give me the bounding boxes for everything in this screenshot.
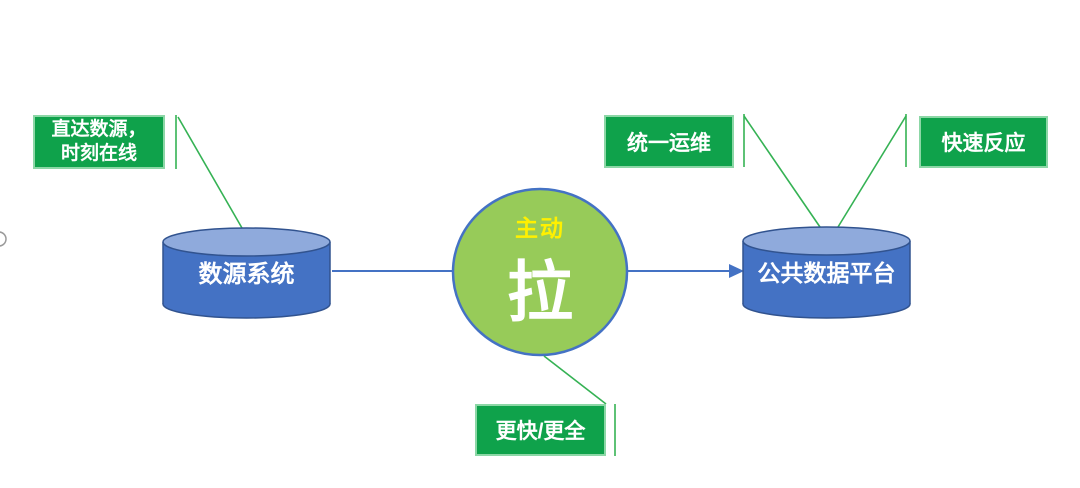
flow-arrowhead: [729, 264, 744, 278]
pull-circle-verb: 拉: [507, 255, 573, 329]
callout-unified-ops-label: 统一运维: [627, 131, 711, 155]
callout-direct-source-always-online: 直达数源， 时刻在线: [33, 115, 165, 169]
callout-ops-leader-line: [743, 115, 821, 228]
source-cylinder-top: [162, 227, 331, 257]
pull-circle: [451, 187, 629, 357]
callout-unified-ops: 统一运维: [604, 115, 734, 168]
source-system-cylinder: [162, 227, 331, 319]
page-edge-dot: [0, 231, 7, 247]
callout-fast-response-label: 快速反应: [941, 132, 1026, 155]
callout-direct-line2: 时刻在线: [60, 143, 137, 164]
callout-direct-leader-line: [177, 116, 243, 229]
callout-faster-more-complete-label: 更快/更全: [495, 420, 586, 443]
callout-fast-leader-line: [837, 115, 907, 228]
callout-fast-response: 快速反应: [919, 116, 1048, 168]
pull-circle-tag: 主动: [515, 215, 565, 241]
callout-more-leader-line: [543, 355, 607, 405]
platform-cylinder: [742, 226, 911, 319]
platform-label: 公共数据平台: [757, 260, 896, 286]
platform-cylinder-top: [742, 226, 911, 256]
callout-faster-more-complete: 更快/更全: [475, 404, 606, 456]
callout-direct-line1: 直达数源，: [51, 119, 147, 140]
source-system-label: 数源系统: [198, 261, 295, 288]
